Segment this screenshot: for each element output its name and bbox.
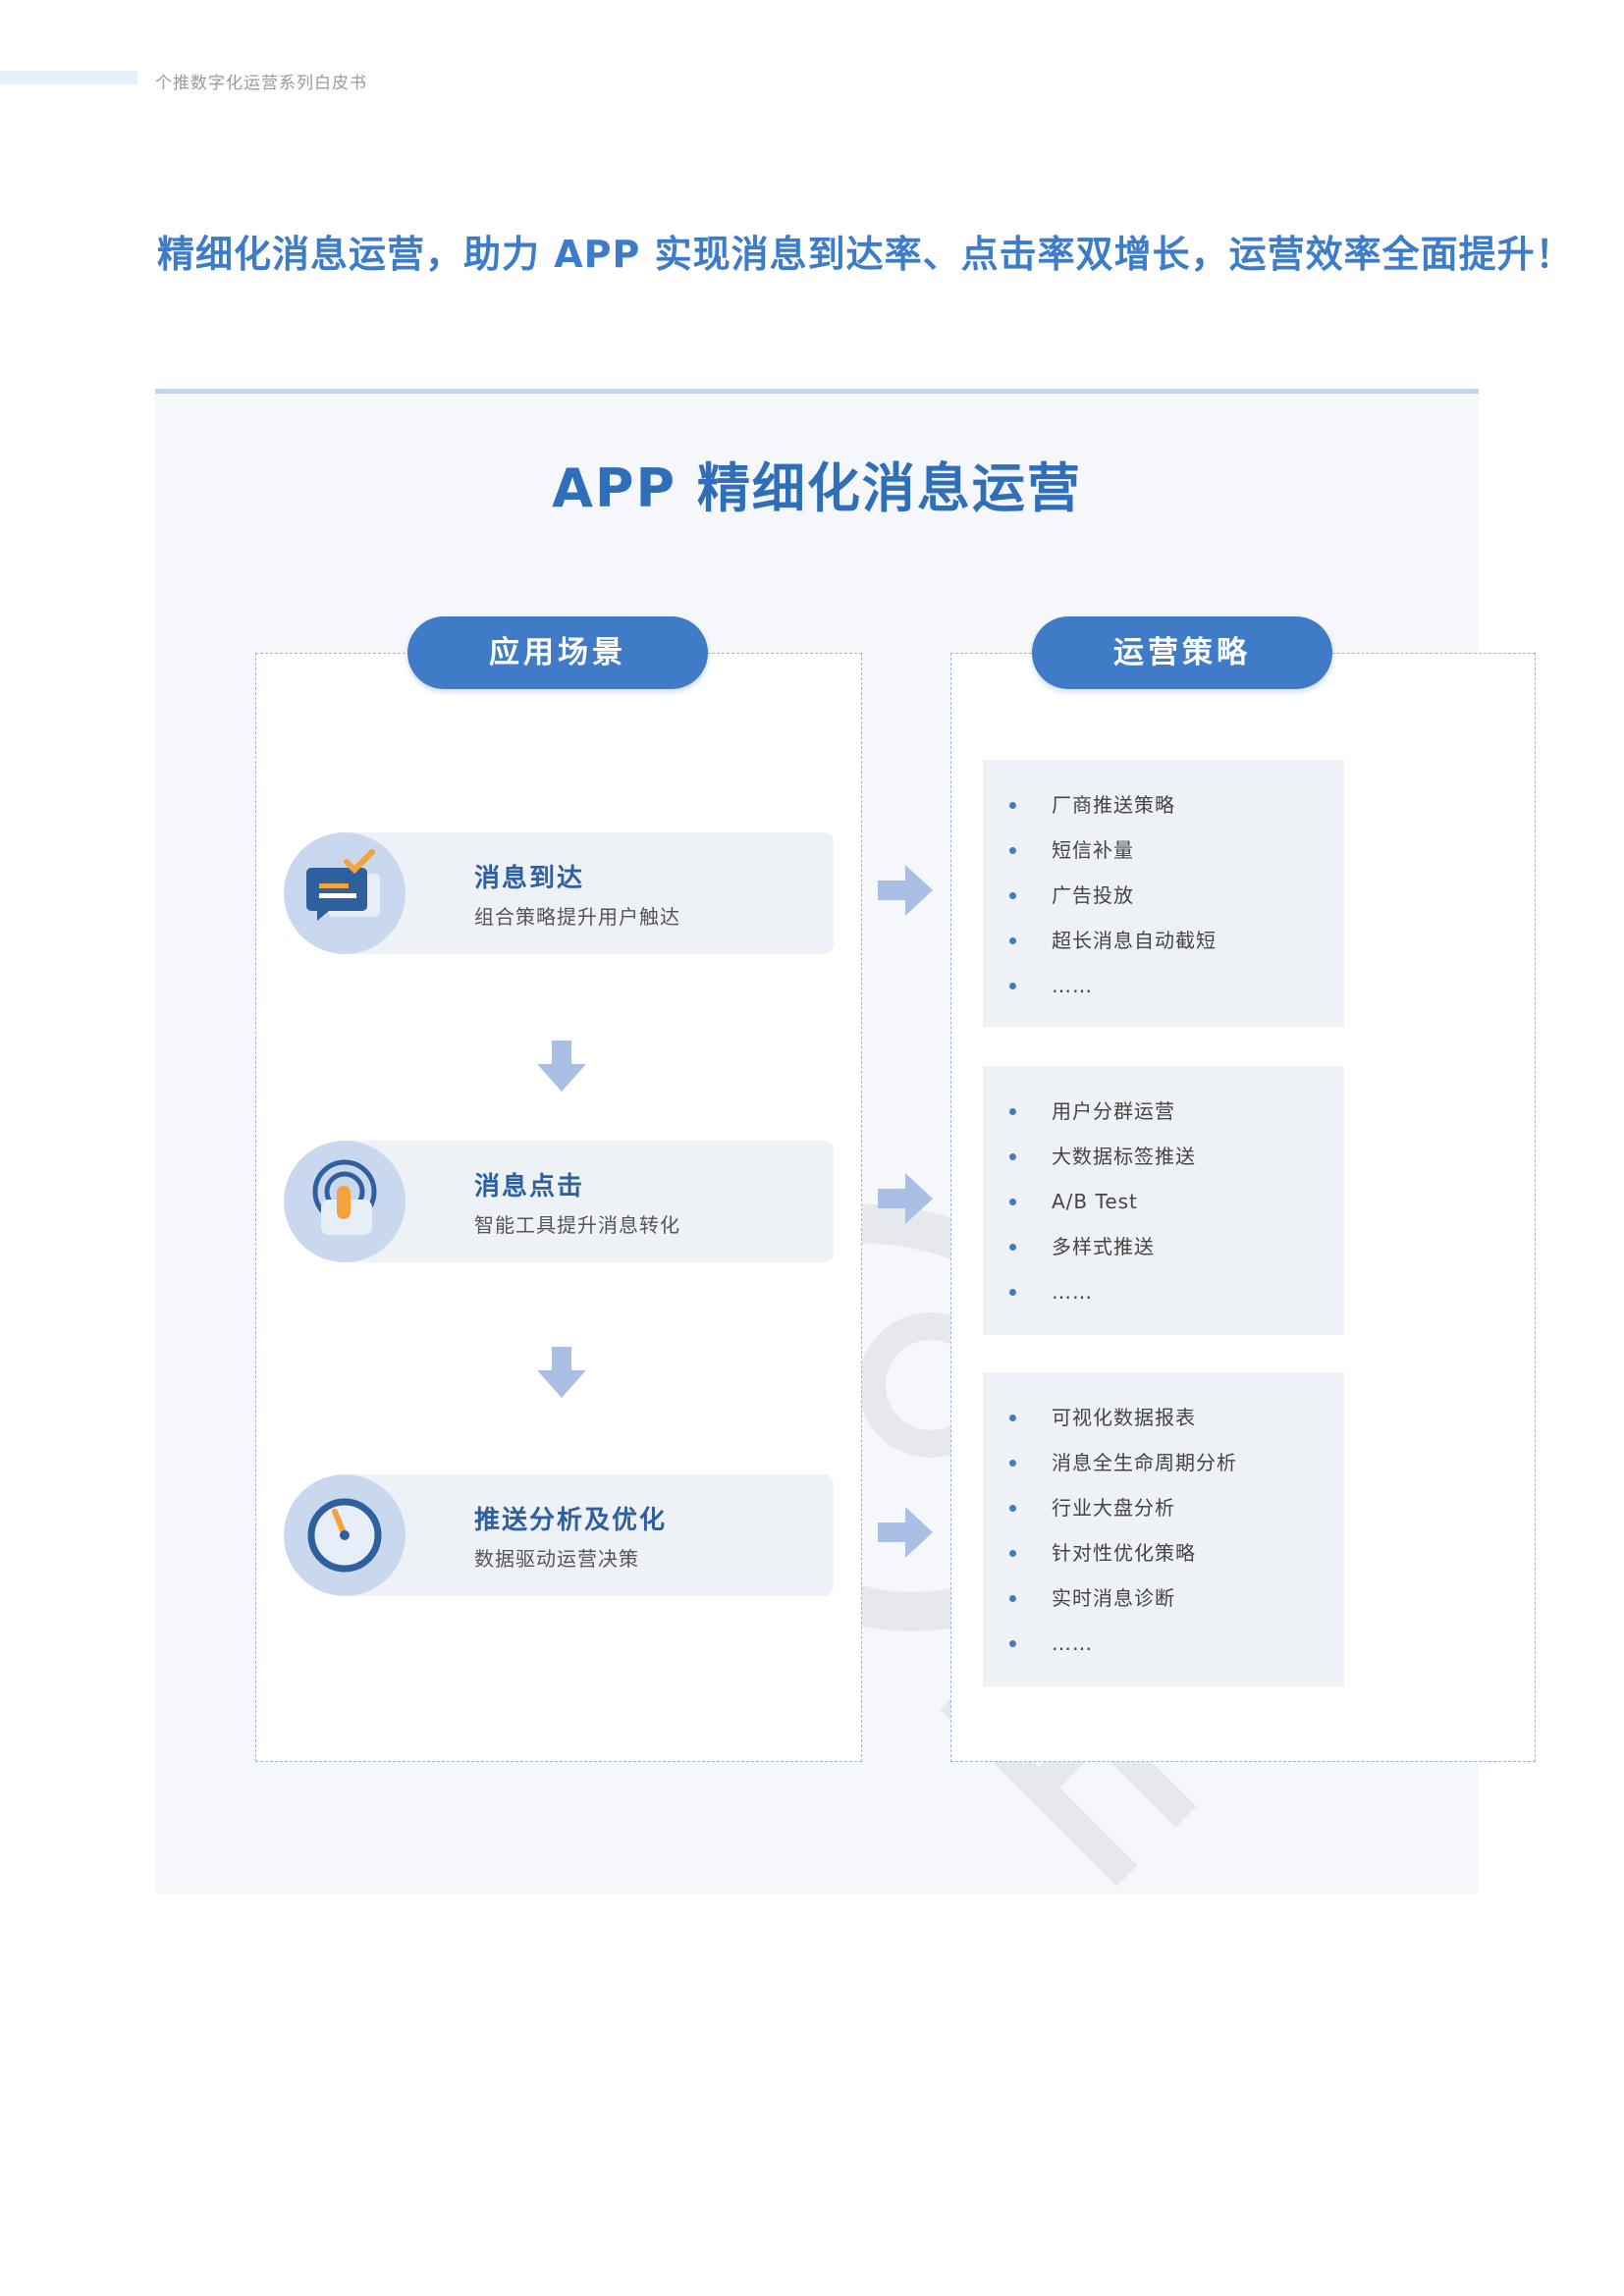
- strategy-list: 厂商推送策略 短信补量 广告投放 超长消息自动截短 ……: [983, 760, 1344, 1011]
- list-item: ……: [1006, 1624, 1344, 1669]
- scene-desc: 组合策略提升用户触达: [474, 905, 680, 929]
- scenario-header: 应用场景: [407, 616, 708, 689]
- page-headline: 精细化消息运营，助力 APP 实现消息到达率、点击率双增长，运营效率全面提升！: [157, 233, 1574, 276]
- strategy-box: 运营策略 厂商推送策略 短信补量 广告投放 超长消息自动截短 …… 用户分群运营…: [950, 616, 1536, 1762]
- strategy-header: 运营策略: [1032, 616, 1332, 689]
- message-check-icon: [284, 832, 406, 954]
- scene-desc: 数据驱动运营决策: [474, 1547, 639, 1571]
- list-item: 多样式推送: [1006, 1227, 1344, 1272]
- scene-card-analysis: 推送分析及优化 数据驱动运营决策: [284, 1474, 834, 1596]
- tap-finger-icon: [284, 1141, 406, 1262]
- list-item: ……: [1006, 966, 1344, 1011]
- infographic-panel: APP 精细化消息运营 应用场景 消息到达 组合策略提升用户触达: [155, 389, 1536, 1895]
- scene-card-click: 消息点击 智能工具提升消息转化: [284, 1141, 834, 1262]
- scene-desc: 智能工具提升消息转化: [474, 1213, 680, 1237]
- strategy-list: 可视化数据报表 消息全生命周期分析 行业大盘分析 针对性优化策略 实时消息诊断 …: [983, 1372, 1344, 1669]
- list-item: 用户分群运营: [1006, 1092, 1344, 1137]
- right-arrow-icon: [878, 1173, 933, 1224]
- list-item: 厂商推送策略: [1006, 785, 1344, 830]
- list-item: ……: [1006, 1272, 1344, 1317]
- series-title: 个推数字化运营系列白皮书: [155, 74, 367, 93]
- scene-card-bg: [343, 832, 834, 954]
- list-item: 实时消息诊断: [1006, 1578, 1344, 1624]
- list-item: 行业大盘分析: [1006, 1488, 1344, 1533]
- header-accent-bar: [0, 71, 137, 84]
- list-item: A/B Test: [1006, 1182, 1344, 1227]
- strategy-card-analysis: 可视化数据报表 消息全生命周期分析 行业大盘分析 针对性优化策略 实时消息诊断 …: [983, 1372, 1344, 1686]
- down-arrow-icon: [537, 1041, 586, 1092]
- list-item: 消息全生命周期分析: [1006, 1443, 1344, 1488]
- scene-card-bg: [343, 1141, 834, 1262]
- list-item: 广告投放: [1006, 876, 1344, 921]
- scene-card-arrival: 消息到达 组合策略提升用户触达: [284, 832, 834, 954]
- strategy-card-reach: 厂商推送策略 短信补量 广告投放 超长消息自动截短 ……: [983, 760, 1344, 1027]
- list-item: 超长消息自动截短: [1006, 921, 1344, 966]
- list-item: 短信补量: [1006, 830, 1344, 876]
- right-arrow-icon: [878, 865, 933, 916]
- scene-title: 消息点击: [474, 1172, 585, 1201]
- down-arrow-icon: [537, 1347, 586, 1398]
- list-item: 大数据标签推送: [1006, 1137, 1344, 1182]
- scene-title: 推送分析及优化: [474, 1506, 668, 1535]
- panel-title: APP 精细化消息运营: [552, 457, 1082, 519]
- list-item: 针对性优化策略: [1006, 1533, 1344, 1578]
- gauge-icon: [284, 1474, 406, 1596]
- strategy-list: 用户分群运营 大数据标签推送 A/B Test 多样式推送 ……: [983, 1066, 1344, 1317]
- list-item: 可视化数据报表: [1006, 1398, 1344, 1443]
- strategy-card-click: 用户分群运营 大数据标签推送 A/B Test 多样式推送 ……: [983, 1066, 1344, 1335]
- scene-title: 消息到达: [474, 864, 585, 893]
- right-arrow-icon: [878, 1507, 933, 1558]
- scenario-box: 应用场景 消息到达 组合策略提升用户触达: [255, 616, 862, 1762]
- scene-card-bg: [343, 1474, 834, 1596]
